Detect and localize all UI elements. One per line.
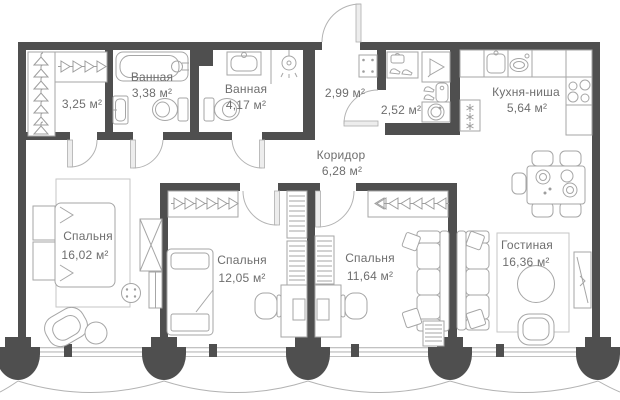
bathroom-large-door-leaf bbox=[259, 139, 265, 169]
closet-area-label: 3,25 м² bbox=[62, 97, 102, 111]
coffee-table-icon bbox=[517, 265, 555, 303]
single-bed-icon bbox=[166, 248, 214, 336]
desk-chair-icon bbox=[254, 292, 282, 320]
closet-door-arc bbox=[69, 139, 98, 168]
sofa-icon bbox=[456, 230, 490, 331]
wardrobe-icon bbox=[367, 190, 450, 218]
sofa-icon bbox=[401, 230, 450, 332]
fridge-icon bbox=[459, 99, 481, 132]
corridor-name-label: Коридор bbox=[317, 148, 366, 162]
shoe-cabinet-icon bbox=[386, 51, 419, 79]
bedroom-middle-door-leaf bbox=[274, 190, 280, 226]
window-mullion bbox=[64, 344, 72, 357]
bathroom-small-area-label: 3,38 м² bbox=[132, 86, 172, 100]
shelving-icon bbox=[286, 190, 308, 286]
window-mullion bbox=[209, 344, 217, 357]
room-laundry: 2,52 м² bbox=[381, 51, 451, 123]
entry-hall-area-label: 2,99 м² bbox=[325, 86, 365, 100]
room-bathroom-small: Ванная 3,38 м² bbox=[112, 51, 189, 125]
bedroom-small-door-leaf bbox=[315, 190, 321, 228]
toilet-icon bbox=[152, 97, 189, 122]
doormat-icon bbox=[358, 54, 378, 78]
laundry-area-label: 2,52 м² bbox=[381, 103, 421, 117]
mirror-cabinet-icon bbox=[421, 51, 451, 83]
living-name-label: Гостиная bbox=[501, 238, 553, 252]
bedroom-middle-name-label: Спальня bbox=[217, 253, 267, 267]
room-closet: 3,25 м² bbox=[27, 51, 108, 137]
bathtub-icon bbox=[115, 51, 189, 82]
washing-machine-icon bbox=[421, 101, 451, 123]
corridor-area-label: 6,28 м² bbox=[322, 164, 362, 178]
bedroom-master-area-label: 16,02 м² bbox=[61, 248, 108, 262]
walls bbox=[18, 42, 600, 348]
living-area-label: 16,36 м² bbox=[502, 255, 549, 269]
pot-icon bbox=[509, 53, 530, 72]
kitchen-area-label: 5,64 м² bbox=[507, 101, 547, 115]
dining-chair-icon bbox=[511, 172, 527, 195]
tv-unit-icon bbox=[573, 251, 592, 309]
wardrobe-icon bbox=[139, 218, 163, 309]
closet-door-leaf bbox=[67, 139, 73, 168]
entrance-door-leaf bbox=[355, 3, 362, 43]
wardrobe-icon bbox=[167, 190, 239, 218]
bathroom-large-name-label: Ванная bbox=[225, 82, 267, 96]
pillow-icon bbox=[465, 308, 487, 330]
shelf-icon bbox=[422, 320, 445, 347]
water-heater-icon bbox=[423, 82, 449, 103]
nightstand bbox=[32, 205, 56, 241]
pillow-icon bbox=[465, 231, 485, 251]
toilet-icon bbox=[203, 97, 240, 122]
bedroom-small-door-arc bbox=[317, 190, 355, 228]
room-bedroom-middle: Спальня 12,05 м² bbox=[166, 190, 308, 338]
dining-set-icon bbox=[511, 150, 586, 218]
armchair-icon bbox=[44, 306, 88, 348]
bedroom-master-name-label: Спальня bbox=[63, 229, 113, 243]
pouf-icon bbox=[84, 321, 108, 345]
pillow-icon bbox=[401, 232, 421, 252]
side-table-icon bbox=[121, 283, 141, 303]
room-bedroom-master: Спальня 16,02 м² bbox=[32, 178, 163, 348]
facade-scallop-arcs bbox=[0, 380, 620, 393]
room-bedroom-small: Спальня 11,64 м² bbox=[314, 190, 450, 347]
bathroom-large-area-label: 4,17 м² bbox=[226, 98, 266, 112]
sink-icon bbox=[226, 51, 262, 76]
kitchen-counter-side bbox=[565, 76, 593, 136]
pillow-icon bbox=[401, 307, 423, 329]
room-entry-hall: 2,99 м² bbox=[325, 54, 378, 100]
shelving-icon bbox=[314, 235, 335, 285]
room-living: Гостиная 16,36 м² bbox=[456, 150, 592, 346]
armchair-icon bbox=[517, 313, 555, 346]
dining-chair-icon bbox=[559, 150, 582, 167]
bathroom-small-name-label: Ванная bbox=[131, 70, 173, 84]
stove-icon bbox=[567, 79, 591, 103]
kitchen-sink-icon bbox=[486, 50, 506, 74]
bathroom-small-door-arc bbox=[132, 139, 164, 169]
dining-chair-icon bbox=[531, 150, 554, 167]
desk-icon bbox=[314, 284, 342, 338]
desk-chair-icon bbox=[340, 292, 368, 320]
doors bbox=[67, 3, 379, 228]
bedroom-middle-door-arc bbox=[242, 190, 278, 226]
kitchen-name-label: Кухня-ниша bbox=[492, 85, 560, 99]
entrance-door-arc bbox=[321, 3, 362, 43]
room-corridor: Коридор 6,28 м² bbox=[317, 148, 366, 178]
room-kitchen: Кухня-ниша 5,64 м² bbox=[459, 49, 593, 136]
room-bathroom-large: Ванная 4,17 м² bbox=[203, 50, 298, 122]
bathroom-large-door-arc bbox=[231, 139, 263, 169]
dining-table-icon bbox=[526, 165, 586, 205]
bedroom-small-area-label: 11,64 м² bbox=[347, 269, 393, 283]
bedroom-small-name-label: Спальня bbox=[345, 251, 395, 265]
sink-icon bbox=[112, 95, 129, 125]
bedroom-middle-area-label: 12,05 м² bbox=[218, 271, 265, 285]
laundry-door-arc bbox=[343, 89, 379, 125]
laundry-door-leaf bbox=[343, 120, 379, 127]
window-mullion bbox=[351, 344, 359, 357]
nightstand bbox=[32, 241, 56, 281]
desk-icon bbox=[280, 284, 308, 338]
bathroom-small-door-leaf bbox=[130, 139, 136, 169]
shower-icon bbox=[270, 50, 298, 84]
window-mullion bbox=[496, 344, 504, 357]
double-bed-icon bbox=[54, 202, 116, 288]
